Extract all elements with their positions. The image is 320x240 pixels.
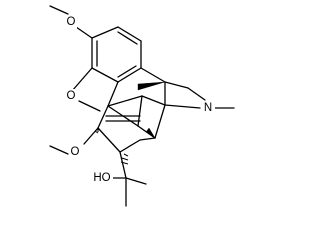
hydroxyl-label: HO [93, 172, 110, 184]
methoxy-group-top [49, 5, 93, 39]
stereo-wedges [137, 81, 166, 139]
etheno-bridge [105, 105, 141, 127]
methoxy-oxygen-label-bottom: O [71, 146, 80, 158]
nitrogen-label: N [204, 102, 212, 114]
methoxy-group-bottom [49, 127, 99, 155]
ring-oxygen-label: O [67, 90, 76, 102]
molecular-structure-diagram: O O N O HO [49, 5, 235, 207]
stereo-hashes [94, 128, 129, 165]
dihydrofuran-ring [71, 67, 119, 112]
carbocyclic-core [97, 67, 166, 153]
dimethylcarbinol-group [111, 151, 147, 207]
piperidine-ring [164, 81, 235, 109]
methoxy-oxygen-label: O [67, 16, 76, 28]
aromatic-ring [91, 26, 142, 83]
